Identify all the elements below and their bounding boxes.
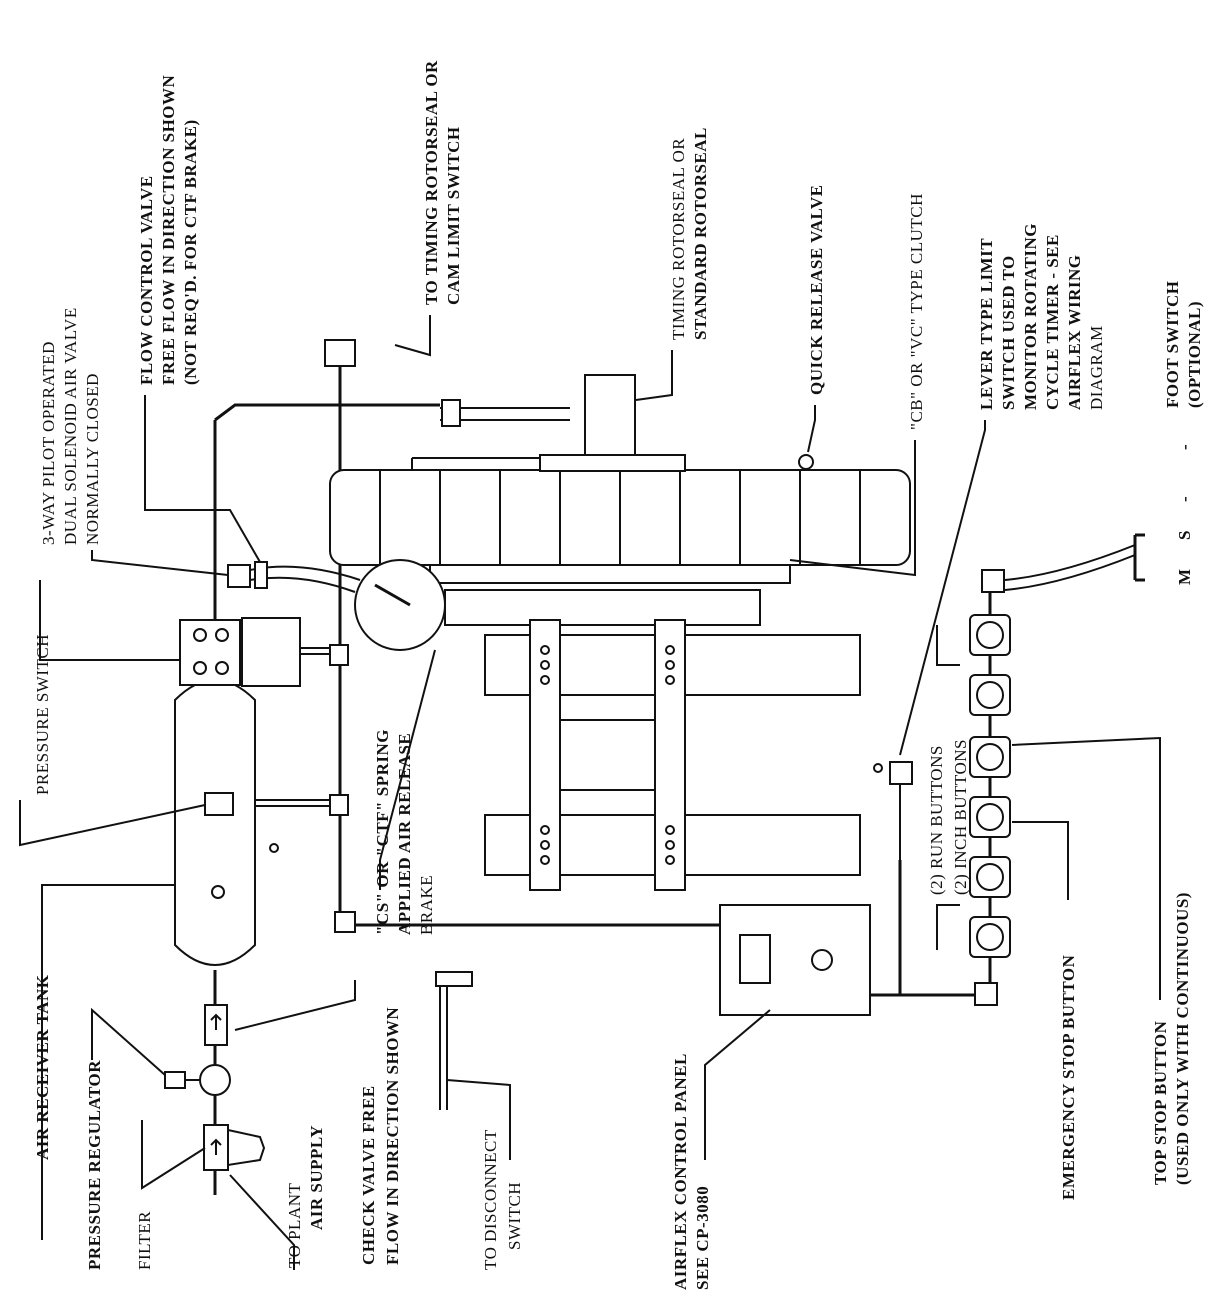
label-plant-air-1: TO PLANT [285, 1183, 304, 1268]
supply-line-components [164, 1004, 266, 1171]
label-lever-4: CYCLE TIMER - SEE [1043, 234, 1062, 410]
label-control-panel-1: AIRFLEX CONTROL PANEL [671, 1053, 690, 1290]
label-lever-6: DIAGRAM [1087, 325, 1106, 410]
label-air-receiver-tank: AIR RECEIVER TANK [33, 974, 52, 1160]
pressure-switch [179, 617, 301, 687]
label-check-valve-2: FLOW IN DIRECTION SHOWN [383, 1007, 402, 1265]
label-control-panel-2: SEE CP-3080 [693, 1186, 712, 1290]
label-solenoid-2: DUAL SOLENOID AIR VALVE [61, 307, 80, 545]
label-ms-s: S [1175, 530, 1194, 540]
label-ms-dash1: - [1175, 496, 1194, 502]
label-plant-air-2: AIR SUPPLY [307, 1125, 326, 1230]
label-brake-3: BRAKE [417, 875, 436, 935]
label-rotorseal-1: TIMING ROTORSEAL OR [669, 138, 688, 340]
label-rotorseal-2: STANDARD ROTORSEAL [691, 127, 710, 340]
label-lever-2: SWITCH USED TO [999, 255, 1018, 410]
label-top-stop-2: (USED ONLY WITH CONTINUOUS) [1173, 892, 1192, 1185]
label-pressure-regulator: PRESSURE REGULATOR [85, 1060, 104, 1270]
label-emergency-stop: EMERGENCY STOP BUTTON [1059, 954, 1078, 1200]
label-top-stop-1: TOP STOP BUTTON [1151, 1020, 1170, 1185]
label-flow-control-1: FLOW CONTROL VALVE [137, 175, 156, 385]
label-filter: FILTER [135, 1211, 154, 1270]
label-foot-switch-1: FOOT SWITCH [1163, 280, 1182, 408]
label-inch-buttons: (2) INCH BUTTONS [951, 739, 970, 895]
label-check-valve-1: CHECK VALVE FREE [359, 1085, 378, 1265]
airflex-control-panel [435, 761, 913, 1016]
label-ms-dash2: - [1175, 444, 1194, 450]
label-brake-2: APPLIED AIR RELEASE [395, 733, 414, 935]
label-pressure-switch: PRESSURE SWITCH [33, 634, 52, 795]
leader-lines [19, 315, 1161, 1270]
label-flow-control-2: FREE FLOW IN DIRECTION SHOWN [159, 74, 178, 385]
label-flow-control-3: (NOT REQ'D. FOR CTF BRAKE) [181, 119, 200, 385]
push-button-station [969, 533, 1145, 1006]
clutch-assembly [329, 374, 911, 891]
label-lever-1: LEVER TYPE LIMIT [977, 238, 996, 410]
label-disconnect-2: SWITCH [505, 1182, 524, 1250]
label-solenoid-3: NORMALLY CLOSED [83, 373, 102, 545]
label-solenoid-1: 3-WAY PILOT OPERATED [39, 341, 58, 545]
label-timing-switch-2: CAM LIMIT SWITCH [444, 126, 463, 305]
label-run-buttons: (2) RUN BUTTONS [927, 745, 946, 895]
label-foot-switch-2: (OPTIONAL) [1185, 301, 1204, 408]
solenoid-flow-valves [227, 339, 461, 933]
label-brake-1: "CS" OR "CTF" SPRING [373, 729, 392, 935]
annotations: AIR RECEIVER TANK PRESSURE REGULATOR FIL… [33, 60, 1204, 1290]
label-ms-m: M [1175, 568, 1194, 585]
label-lever-5: AIRFLEX WIRING [1065, 255, 1084, 410]
label-clutch: "CB" OR "VC" TYPE CLUTCH [907, 193, 926, 430]
label-quick-release: QUICK RELEASE VALVE [807, 185, 826, 395]
label-lever-3: MONITOR ROTATING [1021, 223, 1040, 410]
label-disconnect-1: TO DISCONNECT [481, 1129, 500, 1270]
air-receiver-tank [174, 679, 279, 966]
label-timing-switch-1: TO TIMING ROTORSEAL OR [422, 60, 441, 305]
